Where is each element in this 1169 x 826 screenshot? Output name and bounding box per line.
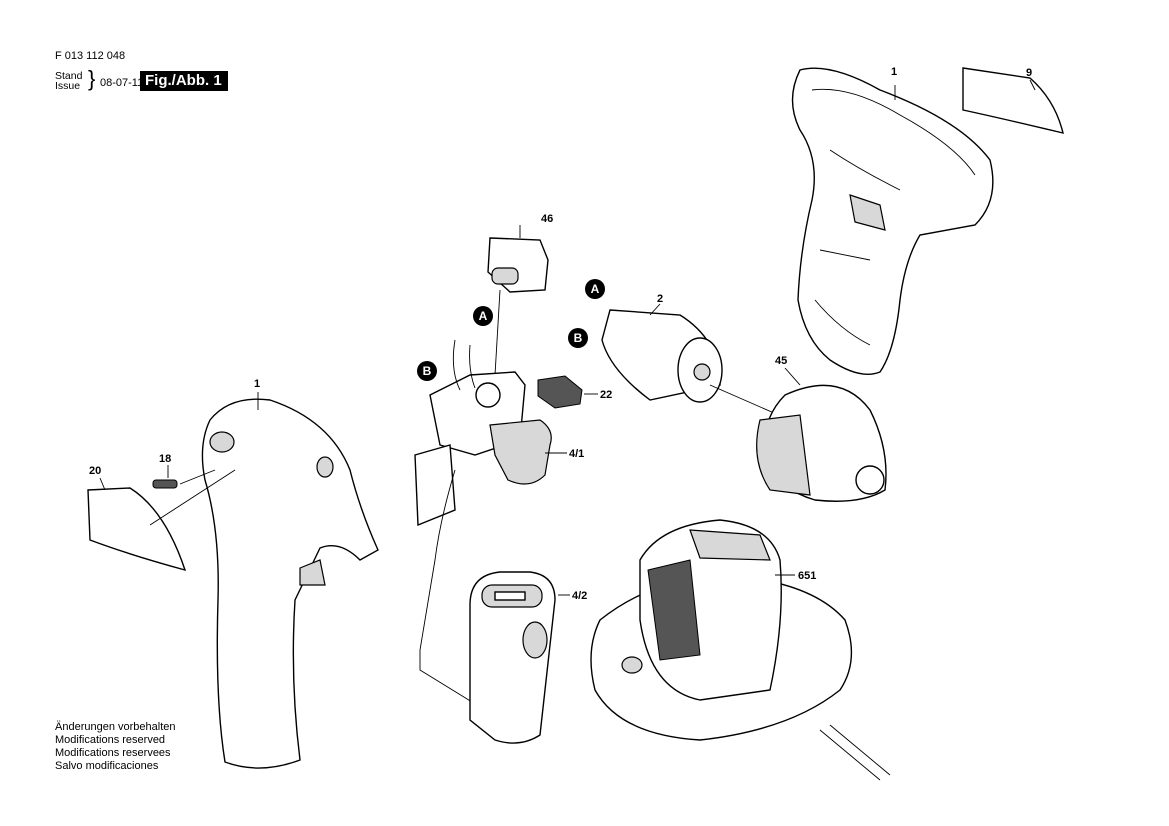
stand-label: Stand <box>55 70 83 82</box>
housing-left-part <box>201 392 379 769</box>
battery-part <box>469 571 570 744</box>
marker-text: B <box>423 364 432 378</box>
note-de: Änderungen vorbehalten <box>55 721 176 733</box>
label-housing-right: 1 <box>891 66 897 78</box>
document-number: F 013 112 048 <box>55 50 126 62</box>
reference-marker-b-motor: B <box>568 328 588 348</box>
label-motor: 2 <box>657 293 663 305</box>
housing-right-part <box>791 67 994 375</box>
marker-text: B <box>574 331 583 345</box>
switch-part <box>414 339 567 711</box>
issue-label: Issue <box>55 80 81 92</box>
nameplate-left-part <box>87 469 236 572</box>
figure-label: Fig./Abb. 1 <box>140 71 228 91</box>
gear-head-part <box>756 367 887 502</box>
note-en: Modifications reserved <box>55 734 166 746</box>
label-gear-head: 45 <box>775 355 787 367</box>
motor-part <box>601 303 791 421</box>
pad-part <box>537 375 598 409</box>
brace: } <box>88 66 96 91</box>
stand-issue-label: Stand Issue <box>55 70 83 92</box>
label-switch-actuator: 46 <box>541 213 553 225</box>
reference-marker-a-switch: A <box>473 306 493 326</box>
label-charger: 651 <box>798 570 816 582</box>
marker-text: A <box>479 309 488 323</box>
label-screw: 18 <box>159 453 171 465</box>
marker-text: A <box>591 282 600 296</box>
reference-marker-b-switch: B <box>417 361 437 381</box>
label-nameplate-right: 9 <box>1026 67 1032 79</box>
reference-marker-a-motor: A <box>585 279 605 299</box>
label-pad: 22 <box>600 389 612 401</box>
modification-notes: Änderungen vorbehalten Modifications res… <box>55 721 175 773</box>
label-housing-left: 1 <box>254 378 260 390</box>
screw-part <box>152 465 216 489</box>
label-switch: 4/1 <box>569 448 584 460</box>
nameplate-right-part <box>962 67 1064 134</box>
note-fr: Modifications reservees <box>55 747 171 759</box>
note-es: Salvo modificaciones <box>55 760 159 772</box>
label-nameplate-left: 20 <box>89 465 101 477</box>
label-battery: 4/2 <box>572 590 587 602</box>
charger-part <box>590 519 891 781</box>
issue-date: 08-07-11 <box>100 77 144 89</box>
switch-actuator-part <box>487 225 549 376</box>
